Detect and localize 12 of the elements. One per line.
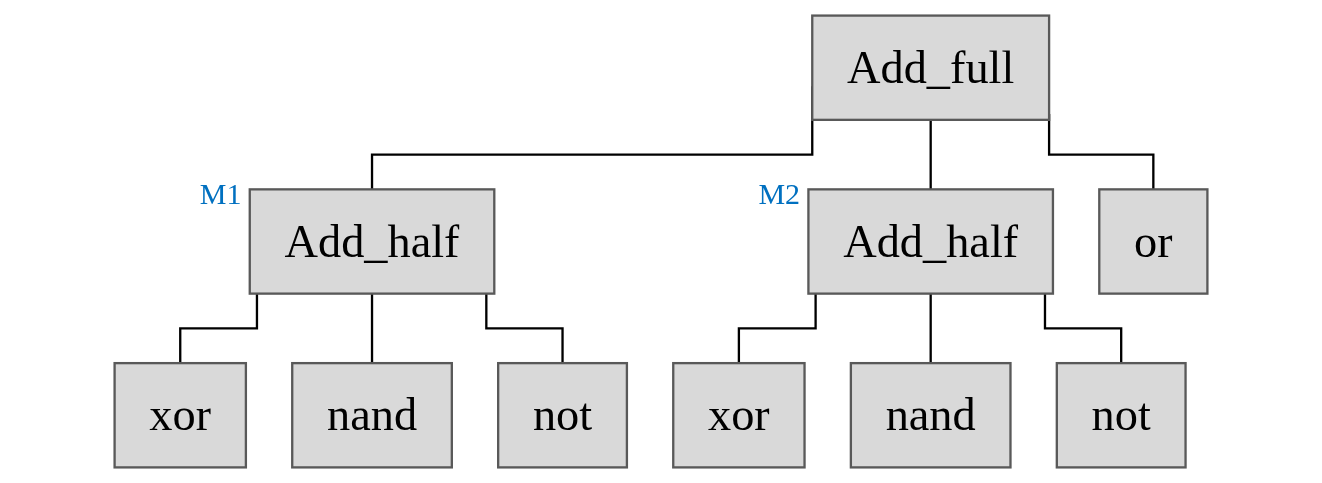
node-box: Add_full xyxy=(811,14,1051,121)
node-box: not xyxy=(1055,361,1187,469)
node-box: xor xyxy=(113,361,248,469)
node-box: xor xyxy=(672,361,806,469)
node-box: Add_half xyxy=(807,188,1055,295)
module-label: M1 xyxy=(199,179,242,210)
node-box: or xyxy=(1098,188,1209,295)
node-box: not xyxy=(497,361,629,469)
node-box: Add_half xyxy=(248,188,496,295)
node-box: nand xyxy=(291,361,453,469)
node-box: nand xyxy=(849,361,1012,469)
module-label: M2 xyxy=(758,179,801,210)
